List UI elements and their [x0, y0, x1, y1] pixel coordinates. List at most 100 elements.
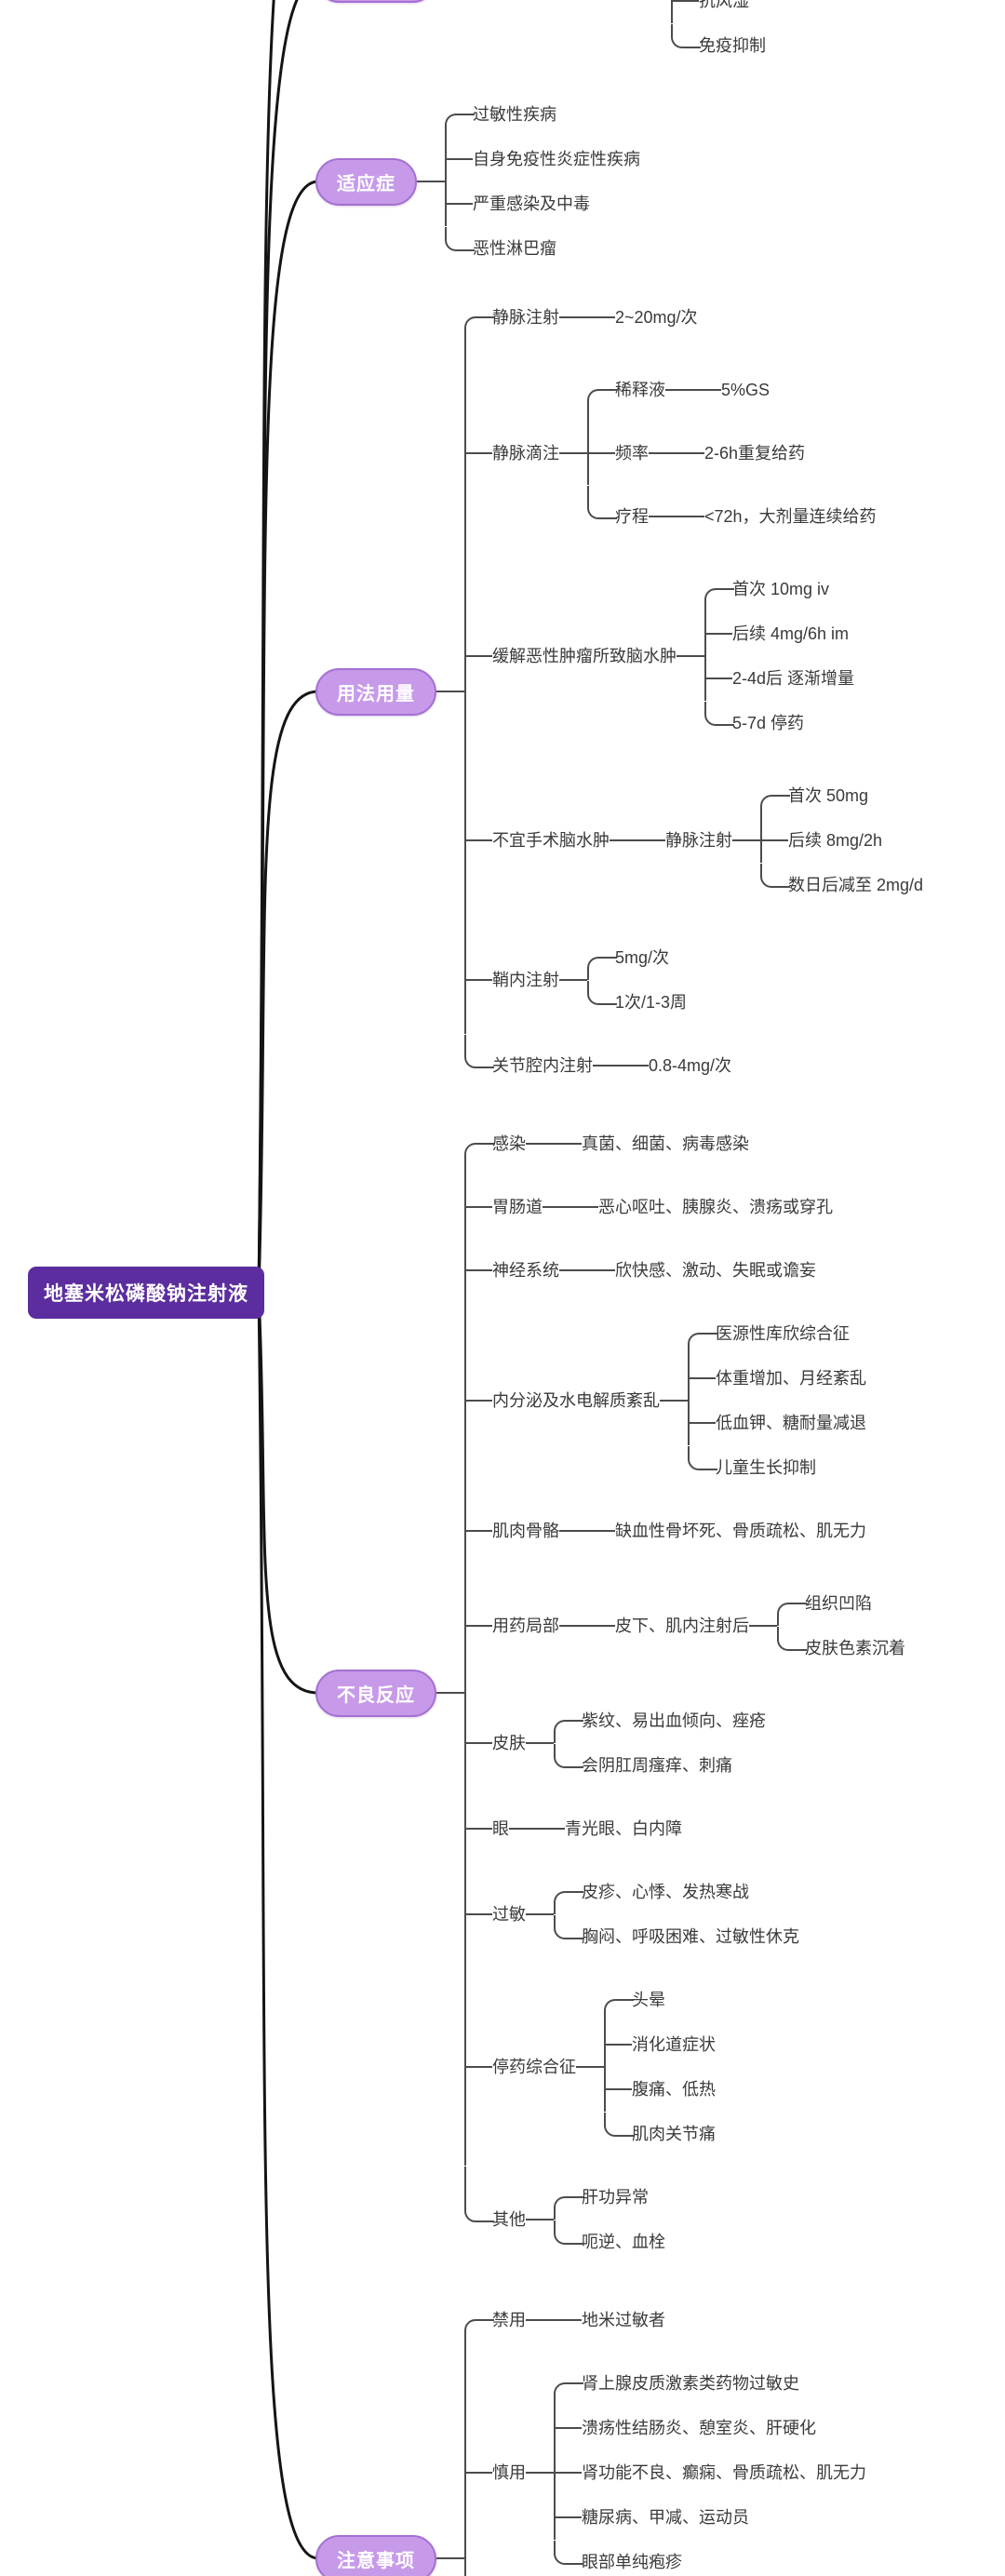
topic-node[interactable]: 肌肉关节痛 — [632, 2125, 716, 2143]
topic-node[interactable]: 5%GS — [721, 381, 770, 399]
topic-node[interactable]: 紫纹、易出血倾向、痤疮 — [582, 1711, 766, 1730]
topic-node[interactable]: 慎用 — [492, 2463, 526, 2482]
topic-node[interactable]: 欣快感、激动、失眠或谵妄 — [615, 1261, 816, 1280]
topic-node[interactable]: <72h，大剂量连续给药 — [704, 507, 877, 526]
topic-node[interactable]: 严重感染及中毒 — [473, 195, 590, 213]
mindmap-child: 过敏 皮疹、心悸、发热寒战胸闷、呼吸困难、过敏性休克 — [464, 1860, 905, 1968]
branch-topic[interactable]: 用法用量 — [315, 667, 436, 716]
topic-node[interactable]: 静脉注射 — [665, 831, 732, 850]
topic-node[interactable]: 肝功异常 — [582, 2188, 649, 2207]
children-column: <72h，大剂量连续给药 — [677, 494, 877, 539]
topic-node[interactable]: 儿童生长抑制 — [716, 1458, 816, 1477]
topic-node[interactable]: 眼部单纯疱疹 — [582, 2553, 682, 2571]
topic-node[interactable]: 不宜手术脑水肿 — [492, 831, 610, 850]
mindmap-child: 5mg/次 — [587, 935, 687, 980]
topic-node[interactable]: 鞘内注射 — [492, 971, 559, 989]
mindmap-subtree: 首次 50mg — [788, 783, 923, 809]
topic-node[interactable]: 头晕 — [632, 1991, 665, 2009]
mindmap-child: 停药综合征 头晕消化道症状腹痛、低热肌肉关节痛 — [464, 1968, 905, 2166]
topic-node[interactable]: 关节腔内注射 — [492, 1056, 593, 1075]
topic-node[interactable]: 眼 — [492, 1819, 509, 1838]
children-column: 静脉注射 2~20mg/次静脉滴注 稀释液 5%GS 频率 2-6h重复给药疗程 <72h，… — [464, 286, 923, 1097]
topic-node[interactable]: 5mg/次 — [615, 948, 670, 967]
topic-node[interactable]: 内分泌及水电解质紊乱 — [492, 1391, 660, 1410]
mindmap-child: 抗风湿 — [671, 0, 766, 23]
connector-line — [526, 2219, 554, 2220]
topic-node[interactable]: 禁用 — [492, 2311, 526, 2329]
mindmap-subtree: 5-7d 停药 — [732, 710, 854, 736]
topic-node[interactable]: 皮下、肌内注射后 — [615, 1617, 749, 1635]
topic-node[interactable]: 后续 8mg/2h — [788, 831, 883, 850]
topic-node[interactable]: 真菌、细菌、病毒感染 — [582, 1134, 749, 1153]
topic-node[interactable]: 呃逆、血栓 — [582, 2233, 665, 2251]
connector-line — [665, 389, 693, 391]
topic-node[interactable]: 2-4d后 逐渐增量 — [732, 669, 855, 688]
topic-node[interactable]: 溃疡性结肠炎、憩室炎、肝硬化 — [582, 2419, 816, 2437]
topic-node[interactable]: 胸闷、呼吸困难、过敏性休克 — [582, 1927, 799, 1946]
topic-node[interactable]: 医源性库欣综合征 — [716, 1324, 850, 1343]
topic-node[interactable]: 消化道症状 — [632, 2035, 716, 2054]
branch-topic[interactable]: 不良反应 — [315, 1669, 436, 1717]
topic-node[interactable]: 1次/1-3周 — [615, 993, 688, 1012]
connector-line — [593, 1065, 621, 1067]
topic-node[interactable]: 抗风湿 — [699, 0, 749, 10]
topic-node[interactable]: 2-6h重复给药 — [704, 444, 806, 463]
topic-node[interactable]: 肌肉骨骼 — [492, 1522, 559, 1540]
topic-node[interactable]: 其他 — [492, 2210, 526, 2229]
connector-line — [559, 1530, 587, 1532]
topic-node[interactable]: 疗程 — [615, 507, 649, 526]
topic-node[interactable]: 过敏 — [492, 1905, 526, 1924]
topic-node[interactable]: 腹痛、低热 — [632, 2080, 716, 2099]
topic-node[interactable]: 缺血性骨坏死、骨质疏松、肌无力 — [615, 1522, 866, 1540]
mindmap-child: 适应症 过敏性疾病自身免疫性炎症性疾病严重感染及中毒恶性淋巴瘤 — [264, 85, 923, 278]
topic-node[interactable]: 肾上腺皮质激素类药物过敏史 — [582, 2374, 799, 2393]
topic-node[interactable]: 缓解恶性肿瘤所致脑水肿 — [492, 647, 677, 665]
topic-node[interactable]: 后续 4mg/6h im — [732, 624, 850, 643]
topic-node[interactable]: 体重增加、月经紊乱 — [716, 1369, 866, 1388]
topic-node[interactable]: 青光眼、白内障 — [565, 1819, 682, 1838]
root-topic[interactable]: 地塞米松磷酸钠注射液 — [28, 1267, 264, 1319]
topic-node[interactable]: 恶性淋巴瘤 — [473, 239, 556, 258]
branch-topic[interactable]: 注意事项 — [315, 2534, 436, 2576]
topic-node[interactable]: 恶心呕吐、胰腺炎、溃疡或穿孔 — [598, 1198, 833, 1216]
topic-node[interactable]: 5-7d 停药 — [732, 714, 805, 732]
topic-node[interactable]: 地米过敏者 — [582, 2311, 665, 2329]
topic-node[interactable]: 自身免疫性炎症性疾病 — [473, 150, 640, 168]
topic-node[interactable]: 静脉注射 — [492, 308, 559, 327]
topic-node[interactable]: 皮疹、心悸、发热寒战 — [582, 1883, 749, 1901]
topic-node[interactable]: 首次 10mg iv — [732, 580, 830, 598]
mindmap-subtree: 1次/1-3周 — [615, 989, 687, 1015]
topic-node[interactable]: 皮肤色素沉着 — [805, 1639, 905, 1657]
topic-node[interactable]: 2~20mg/次 — [615, 308, 698, 327]
mindmap-child: 静脉注射 首次 50mg 后续 8mg/2h 数日后减至 2mg/d — [637, 764, 923, 917]
topic-node[interactable]: 免疫抑制 — [699, 36, 766, 55]
branch-topic[interactable]: 适应症 — [315, 157, 417, 206]
topic-node[interactable]: 数日后减至 2mg/d — [788, 876, 924, 894]
mindmap-child: 皮疹、心悸、发热寒战 — [554, 1870, 799, 1914]
topic-node[interactable]: 会阴肛周瘙痒、刺痛 — [582, 1756, 732, 1775]
topic-node[interactable]: 糖尿病、甲减、运动员 — [582, 2508, 749, 2527]
mindmap-child: 糖尿病、甲减、运动员 — [554, 2495, 866, 2540]
topic-node[interactable]: 低血钾、糖耐量减退 — [716, 1414, 866, 1432]
mindmap-child: 肾上腺皮质激素类药抗炎抗过敏抗风湿免疫抑制 — [464, 0, 766, 77]
topic-node[interactable]: 0.8-4mg/次 — [649, 1056, 732, 1075]
topic-node[interactable]: 肾功能不良、癫痫、骨质疏松、肌无力 — [582, 2463, 866, 2482]
topic-node[interactable]: 皮肤 — [492, 1734, 526, 1752]
children-column: 肝功异常呃逆、血栓 — [554, 2175, 665, 2264]
topic-node[interactable]: 过敏性疾病 — [473, 105, 556, 124]
topic-node[interactable]: 稀释液 — [615, 381, 665, 399]
mindmap-child: 消化道症状 — [604, 2022, 716, 2067]
topic-node[interactable]: 胃肠道 — [492, 1198, 543, 1216]
topic-node[interactable]: 频率 — [615, 444, 649, 463]
branch-topic[interactable]: 药理作用 — [315, 0, 436, 3]
mindmap-child: 皮下、肌内注射后 组织凹陷皮肤色素沉着 — [587, 1572, 905, 1680]
topic-node[interactable]: 神经系统 — [492, 1261, 559, 1280]
topic-node[interactable]: 感染 — [492, 1134, 526, 1153]
topic-node[interactable]: 首次 50mg — [788, 786, 869, 805]
topic-node[interactable]: 用药局部 — [492, 1617, 559, 1635]
topic-node[interactable]: 静脉滴注 — [492, 444, 559, 463]
topic-node[interactable]: 停药综合征 — [492, 2058, 576, 2076]
mindmap-child: 胃肠道 恶心呕吐、胰腺炎、溃疡或穿孔 — [464, 1175, 905, 1239]
topic-node[interactable]: 组织凹陷 — [805, 1594, 872, 1613]
